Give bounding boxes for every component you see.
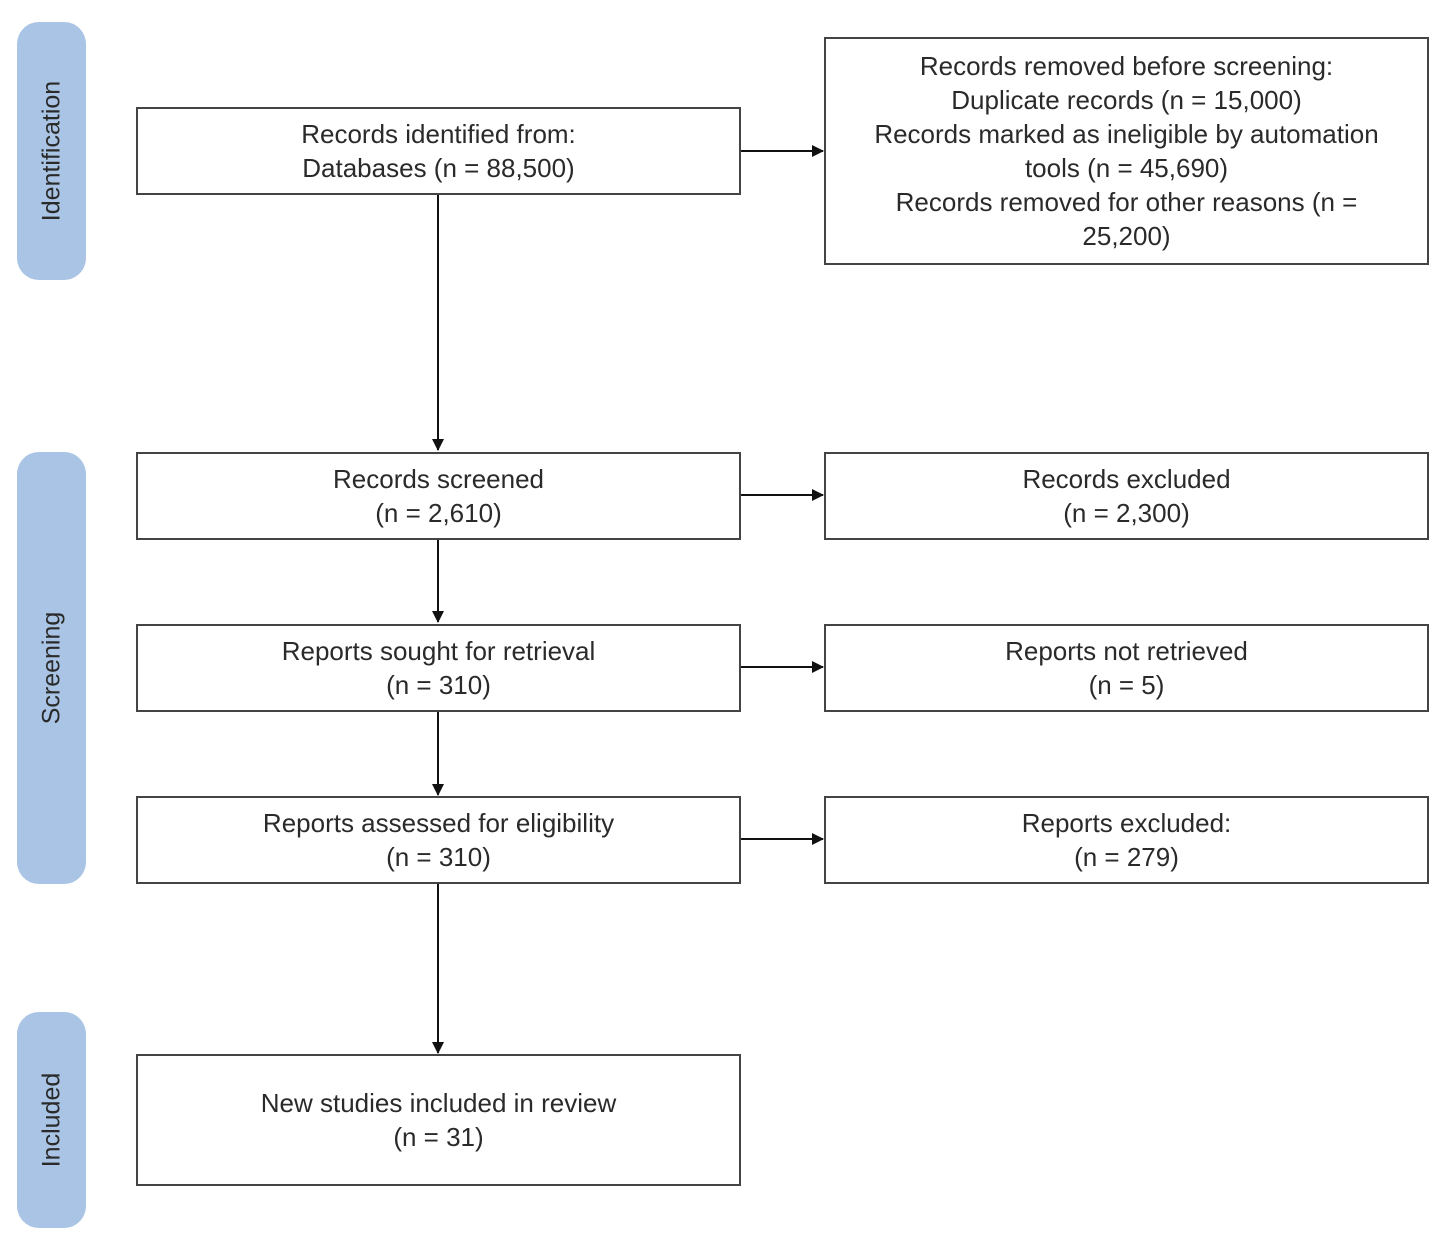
box-records-identified: Records identified from: Databases (n = … (136, 107, 741, 195)
box-studies-included: New studies included in review (n = 31) (136, 1054, 741, 1186)
box-reports-sought: Reports sought for retrieval (n = 310) (136, 624, 741, 712)
records-removed-automation: Records marked as ineligible by automati… (874, 119, 1379, 149)
reports-excluded-count: (n = 279) (1074, 842, 1179, 872)
records-removed-heading: Records removed before screening: (919, 51, 1334, 81)
box-records-excluded: Records excluded (n = 2,300) (824, 452, 1429, 540)
records-excluded-count: (n = 2,300) (1063, 498, 1190, 528)
reports-assessed-count: (n = 310) (386, 842, 491, 872)
records-removed-automation-count: tools (n = 45,690) (1024, 153, 1229, 183)
records-identified-heading: Records identified from: (301, 119, 576, 149)
studies-included-label: New studies included in review (260, 1088, 617, 1118)
studies-included-count: (n = 31) (393, 1122, 484, 1152)
box-reports-not-retrieved: Reports not retrieved (n = 5) (824, 624, 1429, 712)
records-removed-other: Records removed for other reasons (n = (895, 187, 1358, 217)
records-screened-count: (n = 2,610) (375, 498, 502, 528)
phase-identification: Identification (17, 22, 86, 280)
phase-screening: Screening (17, 452, 86, 884)
reports-not-retrieved-count: (n = 5) (1088, 670, 1165, 700)
phase-included: Included (17, 1012, 86, 1228)
records-excluded-label: Records excluded (1022, 464, 1231, 494)
records-identified-databases: Databases (n = 88,500) (302, 153, 575, 183)
box-reports-excluded: Reports excluded: (n = 279) (824, 796, 1429, 884)
reports-not-retrieved-label: Reports not retrieved (1005, 636, 1248, 666)
reports-excluded-label: Reports excluded: (1021, 808, 1232, 838)
box-records-removed: Records removed before screening: Duplic… (824, 37, 1429, 265)
records-removed-duplicates: Duplicate records (n = 15,000) (951, 85, 1302, 115)
box-reports-assessed: Reports assessed for eligibility (n = 31… (136, 796, 741, 884)
records-removed-other-count: 25,200) (1082, 221, 1171, 251)
records-screened-label: Records screened (333, 464, 544, 494)
reports-sought-count: (n = 310) (386, 670, 491, 700)
reports-sought-label: Reports sought for retrieval (281, 636, 596, 666)
reports-assessed-label: Reports assessed for eligibility (262, 808, 615, 838)
box-records-screened: Records screened (n = 2,610) (136, 452, 741, 540)
